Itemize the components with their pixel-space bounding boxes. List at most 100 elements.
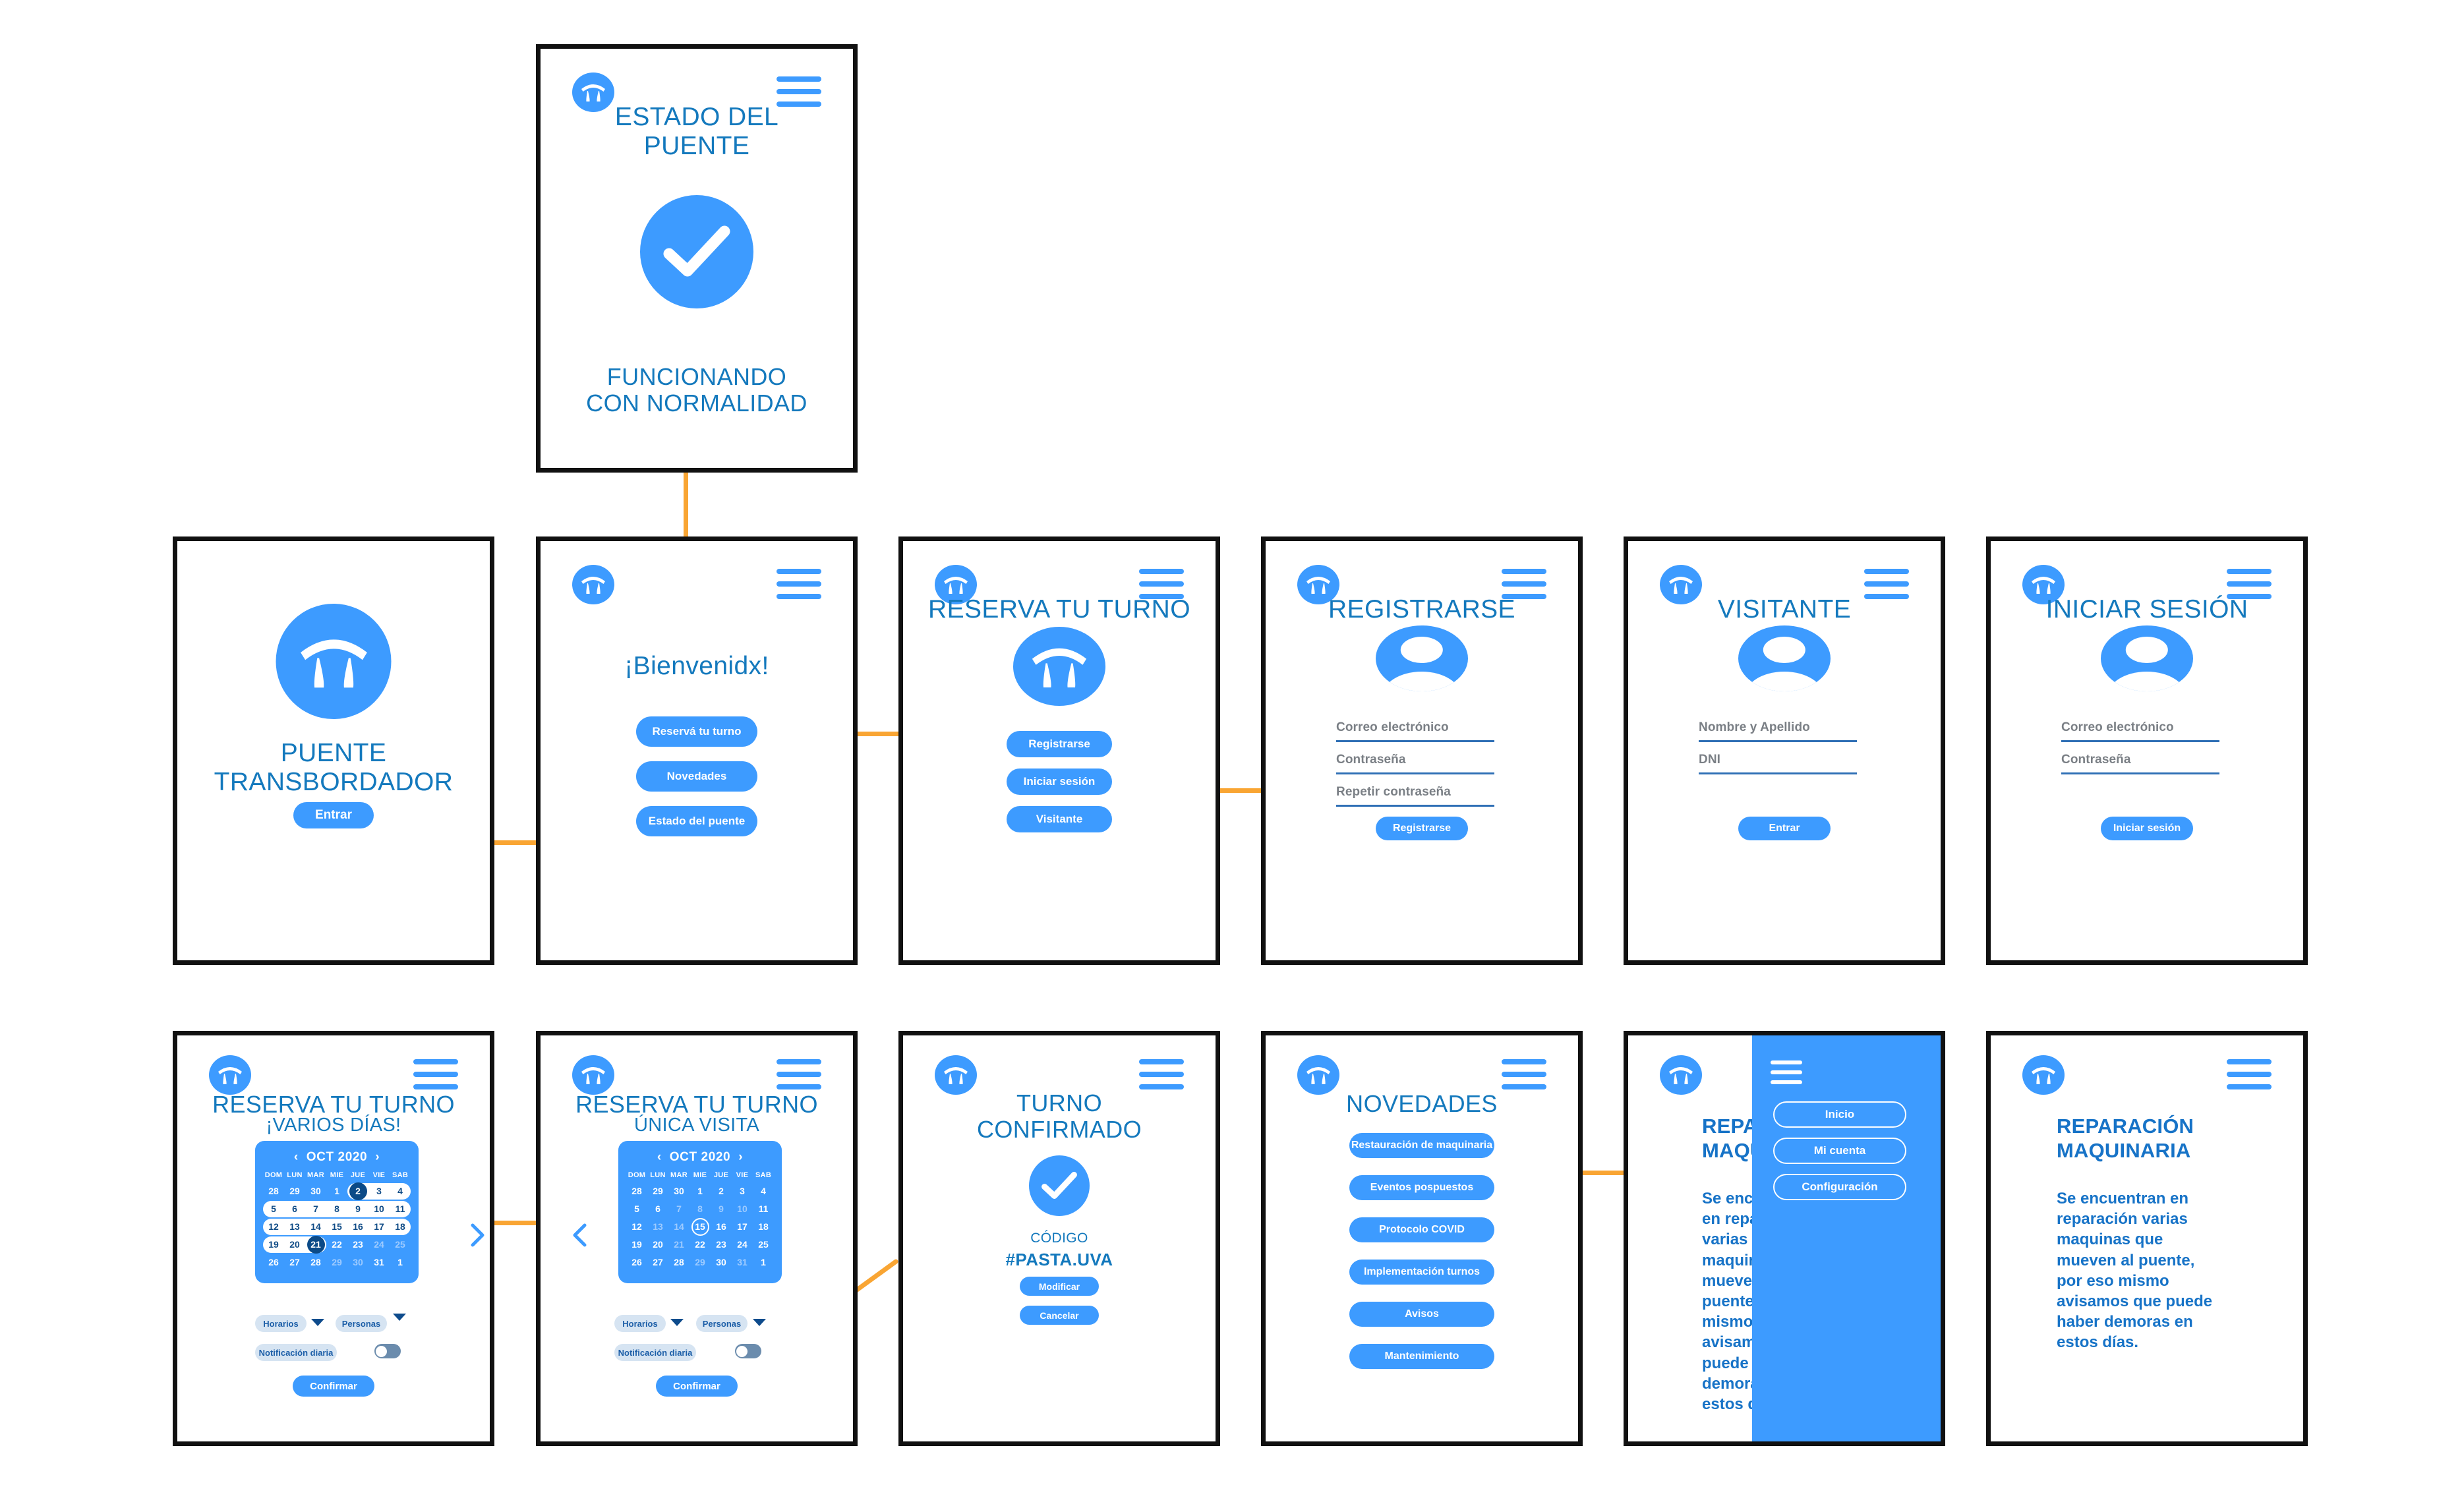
calendar-day[interactable]: 28 [268, 1186, 279, 1196]
menu-item-mi-cuenta[interactable]: Mi cuenta [1773, 1138, 1906, 1164]
dni-field[interactable]: DNI [1699, 753, 1857, 774]
calendar-day[interactable]: 19 [631, 1239, 642, 1250]
calendar-day[interactable]: 4 [397, 1186, 403, 1196]
calendar-day[interactable]: 12 [268, 1221, 279, 1232]
calendar-day[interactable]: 7 [313, 1204, 318, 1214]
calendar-day[interactable]: 27 [653, 1257, 663, 1267]
calendar-day[interactable]: 15 [695, 1221, 705, 1232]
calendar-day[interactable]: 5 [634, 1204, 639, 1214]
calendar-day[interactable]: 26 [268, 1257, 279, 1267]
calendar-day[interactable]: 22 [695, 1239, 705, 1250]
chevron-down-icon[interactable] [311, 1319, 324, 1326]
calendar-day[interactable]: 1 [697, 1186, 703, 1196]
calendar-day[interactable]: 21 [310, 1239, 321, 1250]
password-field[interactable]: Contraseña [1336, 753, 1494, 774]
confirmar-button[interactable]: Confirmar [293, 1376, 374, 1397]
calendar-day[interactable]: 31 [374, 1257, 384, 1267]
novedad-item-avisos[interactable]: Avisos [1349, 1302, 1494, 1327]
bridge-logo-icon[interactable] [1297, 565, 1339, 604]
bridge-logo-icon[interactable] [1297, 1055, 1339, 1095]
bridge-logo-icon[interactable] [935, 565, 977, 604]
repeat-password-field[interactable]: Repetir contraseña [1336, 785, 1494, 807]
calendar-day[interactable]: 5 [271, 1204, 276, 1214]
email-field[interactable]: Correo electrónico [1336, 720, 1494, 742]
calendar-day[interactable]: 22 [332, 1239, 342, 1250]
novedad-item-covid[interactable]: Protocolo COVID [1349, 1217, 1494, 1242]
calendar-day[interactable]: 1 [397, 1257, 403, 1267]
personas-dropdown[interactable]: Personas [696, 1315, 748, 1332]
calendar-day[interactable]: 15 [332, 1221, 342, 1232]
iniciar-sesion-button[interactable]: Iniciar sesión [1007, 768, 1112, 795]
calendar-day[interactable]: 6 [655, 1204, 660, 1214]
calendar-day[interactable]: 17 [374, 1221, 384, 1232]
calendar-day[interactable]: 11 [395, 1204, 405, 1214]
calendar-day[interactable]: 20 [289, 1239, 300, 1250]
calendar-prev-icon[interactable]: ‹ [657, 1150, 662, 1164]
bridge-logo-icon[interactable] [572, 1055, 614, 1095]
calendar-day[interactable]: 3 [740, 1186, 745, 1196]
calendar-day[interactable]: 30 [674, 1186, 684, 1196]
menu-item-configuracion[interactable]: Configuración [1773, 1174, 1906, 1200]
calendar-day[interactable]: 10 [374, 1204, 384, 1214]
calendar-day[interactable]: 16 [353, 1221, 363, 1232]
bridge-logo-icon[interactable] [1660, 565, 1702, 604]
calendar-day[interactable]: 11 [758, 1204, 769, 1214]
calendar-day[interactable]: 27 [289, 1257, 300, 1267]
calendar-day[interactable]: 12 [631, 1221, 642, 1232]
calendar-day[interactable]: 29 [289, 1186, 300, 1196]
confirmar-button[interactable]: Confirmar [656, 1376, 738, 1397]
calendar-day[interactable]: 28 [310, 1257, 321, 1267]
menu-burger-icon[interactable] [777, 1059, 821, 1091]
calendar-day[interactable]: 29 [653, 1186, 663, 1196]
menu-burger-icon[interactable] [2227, 569, 2272, 600]
menu-burger-icon[interactable] [413, 1059, 458, 1091]
bridge-logo-icon[interactable] [572, 565, 614, 604]
bridge-logo-icon[interactable] [935, 1055, 977, 1095]
entrar-button[interactable]: Entrar [293, 802, 374, 828]
horarios-dropdown[interactable]: Horarios [255, 1315, 307, 1332]
calendar-day[interactable]: 18 [395, 1221, 405, 1232]
menu-burger-icon[interactable] [777, 76, 821, 108]
calendar-next-icon[interactable]: › [375, 1150, 380, 1164]
menu-burger-icon[interactable] [1864, 569, 1909, 600]
email-field[interactable]: Correo electrónico [2061, 720, 2219, 742]
calendar-day[interactable]: 30 [716, 1257, 726, 1267]
bridge-logo-icon[interactable] [1660, 1055, 1702, 1095]
next-arrow-icon[interactable] [470, 1223, 486, 1248]
calendar-day[interactable]: 17 [737, 1221, 748, 1232]
calendar-day[interactable]: 23 [353, 1239, 363, 1250]
calendar-day[interactable]: 28 [631, 1186, 642, 1196]
menu-burger-icon[interactable] [2227, 1059, 2272, 1091]
fullname-field[interactable]: Nombre y Apellido [1699, 720, 1857, 742]
calendar-day[interactable]: 25 [758, 1239, 769, 1250]
novedad-item-turnos[interactable]: Implementación turnos [1349, 1260, 1494, 1285]
iniciar-sesion-submit-button[interactable]: Iniciar sesión [2101, 817, 2193, 840]
bridge-logo-icon[interactable] [2022, 565, 2065, 604]
calendar-day[interactable]: 19 [268, 1239, 279, 1250]
menu-item-inicio[interactable]: Inicio [1773, 1101, 1906, 1128]
calendar-day[interactable]: 14 [310, 1221, 321, 1232]
entrar-submit-button[interactable]: Entrar [1738, 817, 1831, 840]
calendar-unica-visita[interactable]: ‹OCT 2020› DOM LUN MAR MIE JUE VIE SAB 2… [618, 1141, 782, 1283]
calendar-day[interactable]: 2 [355, 1186, 361, 1196]
reserva-turno-button[interactable]: Reservá tu turno [636, 716, 757, 747]
chevron-down-icon[interactable] [670, 1319, 684, 1326]
menu-burger-icon[interactable] [777, 569, 821, 600]
back-arrow-icon[interactable] [572, 1223, 588, 1248]
notificacion-diaria-toggle[interactable] [374, 1344, 401, 1358]
calendar-day[interactable]: 6 [292, 1204, 297, 1214]
menu-burger-icon[interactable] [1139, 569, 1184, 600]
novedades-button[interactable]: Novedades [636, 761, 757, 792]
cancelar-button[interactable]: Cancelar [1020, 1306, 1099, 1325]
calendar-day[interactable]: 3 [376, 1186, 382, 1196]
bridge-logo-icon[interactable] [2022, 1055, 2065, 1095]
chevron-down-icon[interactable] [393, 1314, 406, 1321]
menu-burger-icon[interactable] [1502, 569, 1546, 600]
registrarse-button[interactable]: Registrarse [1007, 731, 1112, 757]
horarios-dropdown[interactable]: Horarios [614, 1315, 666, 1332]
calendar-day[interactable]: 9 [355, 1204, 361, 1214]
calendar-day[interactable]: 26 [631, 1257, 642, 1267]
calendar-day[interactable]: 30 [310, 1186, 321, 1196]
calendar-day[interactable]: 13 [289, 1221, 300, 1232]
calendar-varios-dias[interactable]: ‹OCT 2020› DOM LUN MAR MIE JUE VIE SAB 2… [255, 1141, 419, 1283]
